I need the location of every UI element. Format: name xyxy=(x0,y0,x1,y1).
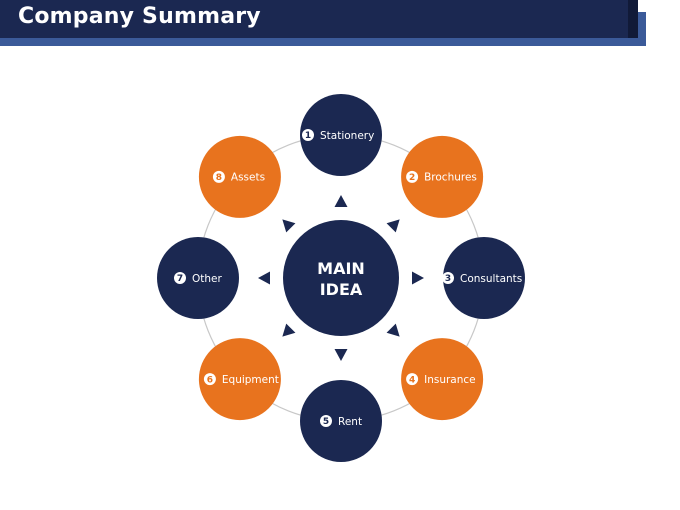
number-7: 7 xyxy=(177,274,183,284)
number-badge-6 xyxy=(203,373,216,386)
node-insurance: 4 Insurance xyxy=(401,338,484,421)
number-badge-2 xyxy=(406,170,419,183)
title-bar xyxy=(0,0,638,38)
node-label-consultants: Consultants xyxy=(460,273,522,285)
arrow-to-insurance xyxy=(386,323,400,337)
arrow-to-rent xyxy=(334,349,348,361)
node-brochures: 2 Brochures xyxy=(401,135,484,218)
node-consultants: 3 Consultants xyxy=(442,237,525,319)
node-circle-equipment xyxy=(198,338,281,421)
arrow-to-assets xyxy=(282,219,296,233)
number-3: 3 xyxy=(445,274,451,284)
node-circle-stationery xyxy=(300,94,382,176)
node-equipment: 6 Equipment xyxy=(198,338,281,421)
number-badge-1 xyxy=(302,129,314,141)
node-label-insurance: Insurance xyxy=(424,374,476,386)
node-circle-other xyxy=(157,237,239,319)
number-4: 4 xyxy=(409,375,415,385)
number-6: 6 xyxy=(207,375,213,385)
node-assets: 8 Assets xyxy=(198,135,281,218)
node-circle-brochures xyxy=(401,135,484,218)
main-idea-line1: MAIN xyxy=(317,259,365,278)
node-label-other: Other xyxy=(192,273,222,285)
number-2: 2 xyxy=(409,173,415,183)
node-circle-rent xyxy=(300,380,382,462)
node-label-equipment: Equipment xyxy=(222,374,279,386)
number-badge-8 xyxy=(212,170,225,183)
main-idea-line2: IDEA xyxy=(320,280,363,299)
arrow-to-other xyxy=(258,271,270,285)
node-circle-consultants xyxy=(443,237,525,319)
node-label-brochures: Brochures xyxy=(424,172,477,184)
number-badge-4 xyxy=(406,373,419,386)
arrow-to-consultants xyxy=(412,271,424,285)
arrow-to-brochures xyxy=(386,219,400,233)
number-badge-3 xyxy=(442,272,454,284)
arrow-to-stationery xyxy=(334,195,348,207)
number-5: 5 xyxy=(323,417,329,427)
main-idea-circle xyxy=(283,220,399,336)
number-badge-7 xyxy=(174,272,186,284)
number-1: 1 xyxy=(305,131,311,141)
arrow-to-equipment xyxy=(282,323,296,337)
node-circle-assets xyxy=(198,135,281,218)
node-rent: 5 Rent xyxy=(300,380,382,462)
node-label-assets: Assets xyxy=(231,172,265,184)
node-label-stationery: Stationery xyxy=(320,130,374,142)
page-title: Company Summary xyxy=(18,4,261,29)
node-label-rent: Rent xyxy=(338,416,362,428)
number-badge-5 xyxy=(320,415,332,427)
title-bar-accent xyxy=(628,0,638,38)
node-other: 7 Other xyxy=(157,237,239,319)
number-8: 8 xyxy=(216,173,222,183)
node-circle-insurance xyxy=(401,338,484,421)
node-stationery: 1 Stationery xyxy=(300,94,382,176)
